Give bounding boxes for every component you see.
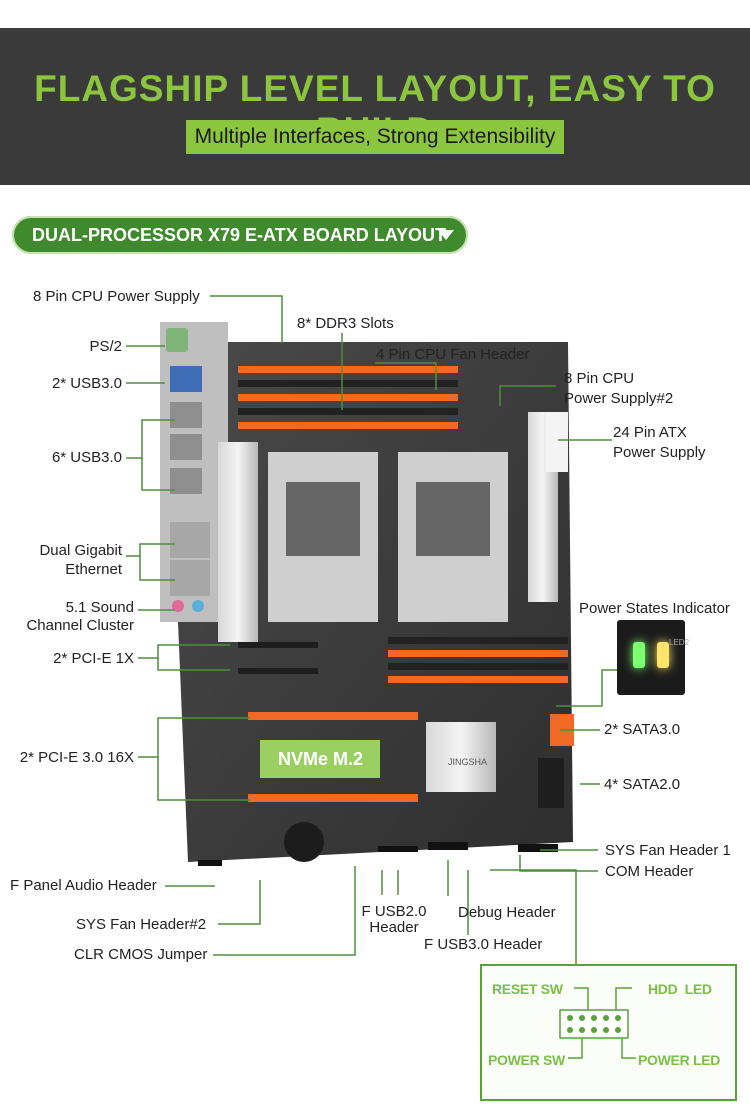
cpu-socket-1-lid [286,482,360,556]
label-cpu-fan: 4 Pin CPU Fan Header [376,346,530,363]
pin-header-icon [559,987,636,1059]
usb3-port-3 [170,468,202,494]
fp-label-power-led: POWER LED [638,1052,721,1068]
fp-label-reset-sw: RESET SW [492,981,563,997]
label-sata3: 2* SATA3.0 [604,721,681,738]
label-ddr3: 8* DDR3 Slots [297,315,394,332]
header-banner [0,28,750,185]
usb3-header [428,842,468,850]
fp-label-hdd-led: HDD LED [648,981,712,997]
label-sys-fan2: SYS Fan Header#2 [76,916,207,933]
label-audio-line1: 5.1 Sound [65,599,134,616]
label-usb3-2: 2* USB3.0 [51,375,122,392]
usb3-port-2 [170,434,202,460]
chevron-down-icon [438,230,454,240]
page-title: FLAGSHIP LEVEL LAYOUT, EASY TO BUILD [34,68,716,151]
sata2-ports [538,758,564,808]
pcie-16x-slot-2 [248,794,418,802]
label-com: COM Header [605,863,694,880]
vrm-heatsink-left [218,442,258,642]
nvme-label: NVMe M.2 [278,749,364,769]
label-sata2: 4* SATA2.0 [604,776,681,793]
front-audio-header [198,860,222,866]
yellow-led-icon [657,642,669,668]
label-cpu-power: 8 Pin CPU Power Supply [33,288,200,305]
motherboard-illustration [160,322,574,866]
label-f-usb3: F USB3.0 Header [424,936,543,953]
label-audio-line2: Channel Cluster [26,617,134,634]
label-power-states: Power States Indicator [579,600,730,617]
atx-24pin-connector [546,412,568,472]
pcie-1x-slot-1 [238,642,318,648]
label-f-usb2-line2: Header [369,919,419,936]
label-ethernet-line1: Dual Gigabit [39,542,122,559]
usb2-header [378,846,418,852]
label-atx-line1: 24 Pin ATX [613,424,687,441]
label-cpu-power2-line1: 8 Pin CPU [564,370,635,387]
label-usb3-6: 6* USB3.0 [51,449,122,466]
ddr3-slots-bottom [388,637,568,683]
sata3-ports [550,714,574,746]
cmos-battery [284,822,324,862]
chipset-heatsink [426,722,496,792]
audio-jack-blue [192,600,204,612]
label-pcie-1x: 2* PCI-E 1X [53,650,134,667]
usb3-port-blue [170,366,202,392]
ddr3-slots-top [238,366,458,429]
label-ps2: PS/2 [89,338,122,355]
psi-led-text: LED2 [669,638,690,647]
nvme-slot [260,740,380,778]
audio-jack-pink [172,600,184,612]
green-led-icon [633,642,645,668]
pcie-16x-slot-1 [248,712,418,720]
com-header [518,844,558,852]
label-f-usb2-line1: F USB2.0 [361,903,427,920]
section-title: DUAL-PROCESSOR X79 E-ATX BOARD LAYOUT [32,225,447,245]
front-panel-header-diagram: RESET SW HDD LED POWER SW POWER LED [480,964,737,1101]
label-ethernet-line2: Ethernet [65,561,122,578]
ethernet-port-1 [170,522,210,558]
label-pcie-16x: 2* PCI-E 3.0 16X [19,749,134,766]
label-f-audio: F Panel Audio Header [10,877,157,894]
power-states-indicator-image: LED2 [617,620,689,695]
label-debug: Debug Header [458,904,556,921]
chipset-label: JINGSHA [448,757,488,767]
label-cpu-power2-line2: Power Supply#2 [564,390,674,407]
usb3-port-1 [170,402,202,428]
ethernet-port-2 [170,560,210,596]
label-atx-line2: Power Supply [613,444,706,461]
cpu-socket-2-lid [416,482,490,556]
page-subtitle: Multiple Interfaces, Strong Extensibilit… [186,120,564,154]
ps2-port [166,328,188,352]
top-band [0,0,750,28]
label-clr-cmos: CLR CMOS Jumper [74,946,208,963]
section-title-pill: DUAL-PROCESSOR X79 E-ATX BOARD LAYOUT [12,216,468,254]
pcie-1x-slot-2 [238,668,318,674]
label-sys-fan1: SYS Fan Header 1 [605,842,731,859]
fp-label-power-sw: POWER SW [488,1052,565,1068]
